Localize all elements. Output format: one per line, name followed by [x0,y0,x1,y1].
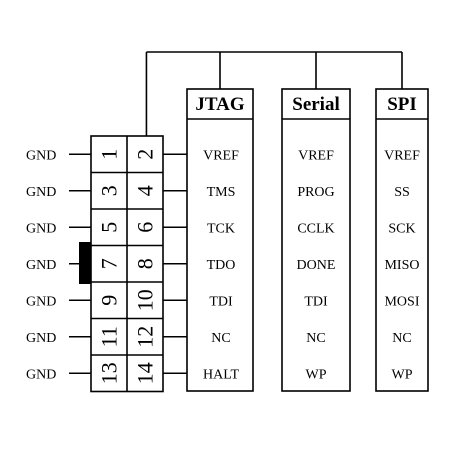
signal-label: MOSI [384,294,419,309]
gnd-label: GND [26,367,56,382]
column-box [281,88,351,392]
pin-number: 10 [133,289,158,311]
column-box [375,88,429,392]
signal-label: MISO [384,258,419,273]
signal-label: DONE [297,258,336,273]
signal-label: TDI [209,294,233,309]
signal-label: TDO [207,258,236,273]
pin-number: 5 [97,222,122,233]
column-jtag: JTAG VREF TMS TCK TDO TDI NC HALT [186,88,254,392]
gnd-label: GND [26,294,56,309]
pin-number: 4 [133,185,158,196]
pin-number: 13 [97,362,122,384]
column-header: JTAG [195,94,244,115]
column-box [186,88,254,392]
pin-number: 14 [133,362,158,384]
signal-label: TDI [304,294,328,309]
gnd-label: GND [26,258,56,273]
gnd-label: GND [26,221,56,236]
signal-label: VREF [384,148,420,163]
pin-number: 3 [97,185,122,196]
column-spi: SPI VREF SS SCK MISO MOSI NC WP [375,88,429,392]
signal-label: NC [306,331,325,346]
signal-label: VREF [298,148,334,163]
pin-number: 1 [97,149,122,160]
signal-label: HALT [203,367,239,382]
pin-number: 8 [133,258,158,269]
signal-label: SS [394,185,410,200]
pin-number: 11 [97,326,122,347]
pin-number: 9 [97,295,122,306]
signal-label: VREF [203,148,239,163]
pin-number: 2 [133,149,158,160]
gnd-label: GND [26,185,56,200]
signal-label: NC [392,331,411,346]
pin-number: 7 [97,258,122,269]
signal-label: CCLK [297,221,334,236]
signal-label: WP [306,367,327,382]
pin-number: 12 [133,326,158,348]
column-header: SPI [387,94,417,115]
gnd-labels: GND GND GND GND GND GND GND [26,148,91,382]
signal-label: TMS [207,185,236,200]
column-header: Serial [292,94,340,115]
signal-label: PROG [297,185,334,200]
signal-label: SCK [388,221,415,236]
gnd-label: GND [26,148,56,163]
gnd-label: GND [26,331,56,346]
pin-number: 6 [133,222,158,233]
signal-label: NC [211,331,230,346]
signal-label: TCK [207,221,235,236]
wires [145,51,403,375]
signal-label: WP [392,367,413,382]
